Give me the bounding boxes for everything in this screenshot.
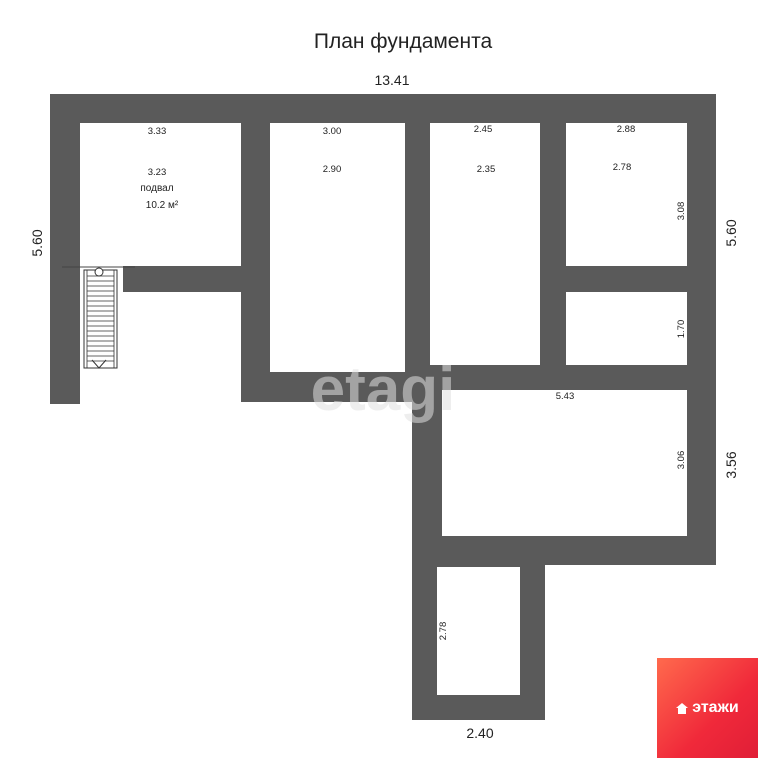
foundation-walls bbox=[50, 94, 716, 720]
room-width: 2.88 bbox=[617, 124, 636, 135]
room-depth: 2.35 bbox=[477, 164, 496, 175]
room-side: 3.08 bbox=[676, 202, 687, 221]
room-side: 3.06 bbox=[676, 451, 687, 470]
room-basement: 3.33 3.23 подвал 10.2 м² bbox=[140, 126, 178, 211]
room-5: 1.70 bbox=[676, 320, 687, 339]
room-name: подвал bbox=[140, 183, 173, 194]
brand-logo: этажи bbox=[657, 658, 758, 758]
dimension-right-upper-height: 5.60 bbox=[723, 219, 739, 246]
room-width: 3.33 bbox=[148, 126, 167, 137]
room-6: 5.43 3.06 bbox=[556, 391, 687, 469]
room-depth: 2.90 bbox=[323, 164, 342, 175]
room-depth: 3.23 bbox=[148, 167, 167, 178]
dimension-right-lower-height: 3.56 bbox=[723, 451, 739, 478]
room-width: 2.45 bbox=[474, 124, 493, 135]
plan-title: План фундамента bbox=[314, 30, 493, 53]
room-7: 2.78 bbox=[438, 622, 449, 641]
room-4: 2.88 2.78 3.08 bbox=[613, 124, 687, 220]
room-depth: 2.78 bbox=[613, 162, 632, 173]
staircase bbox=[62, 266, 135, 372]
dimension-top-width: 13.41 bbox=[374, 72, 409, 88]
wall-mass bbox=[50, 94, 716, 720]
room-side: 2.78 bbox=[438, 622, 449, 641]
room-2: 3.00 2.90 bbox=[323, 126, 342, 175]
room-side: 1.70 bbox=[676, 320, 687, 339]
stair-treads bbox=[87, 275, 114, 362]
watermark: etagi bbox=[311, 355, 456, 424]
stair-arrow-icon bbox=[91, 359, 107, 369]
stair-start-marker bbox=[94, 267, 104, 277]
room-width: 5.43 bbox=[556, 391, 575, 402]
room-width: 3.00 bbox=[323, 126, 342, 137]
room-3: 2.45 2.35 bbox=[474, 124, 496, 175]
stair-frame bbox=[83, 269, 118, 369]
brand-name: этажи bbox=[692, 699, 739, 716]
dimension-left-height: 5.60 bbox=[29, 229, 45, 256]
house-icon bbox=[676, 702, 689, 714]
dimension-bottom-width: 2.40 bbox=[466, 725, 493, 741]
room-area: 10.2 м² bbox=[146, 200, 179, 211]
